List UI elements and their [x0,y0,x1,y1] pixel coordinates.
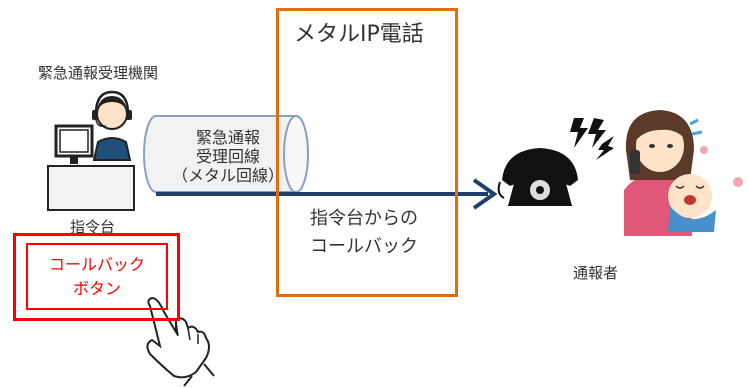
callback-description-line-2: コールバック [310,236,418,257]
callback-description-line-1: 指令台からの [310,208,418,229]
callback-button-label-2: ボタン [72,278,121,298]
telephone-icon [497,148,578,206]
emergency-line-label-2: 受理回線 [195,147,260,166]
operator-illustration [47,90,135,211]
dispatch-desk-label: 指令台 [70,218,116,236]
callback-button-label-1: コールバック [48,254,145,274]
callback-arrow [156,178,498,210]
emergency-line-label-1: 緊急通報 [195,128,260,147]
callback-description: 指令台からの コールバック [310,205,418,261]
callback-button[interactable]: コールバック ボタン [26,243,168,310]
metal-ip-network-title: メタルIP電話 [294,22,424,47]
emergency-line-label: 緊急通報 受理回線 （メタル回線） [163,128,293,185]
caller-label: 通報者 [573,264,619,282]
emergency-agency-label: 緊急通報受理機関 [38,64,159,82]
callback-button-highlight [13,233,180,321]
ringing-marks-icon [570,118,614,160]
emergency-line-pipe [143,115,309,193]
pointing-hand-icon [146,296,215,387]
caller-illustration [624,110,743,236]
metal-ip-network-box [276,8,458,297]
emergency-line-label-3: （メタル回線） [171,166,284,185]
